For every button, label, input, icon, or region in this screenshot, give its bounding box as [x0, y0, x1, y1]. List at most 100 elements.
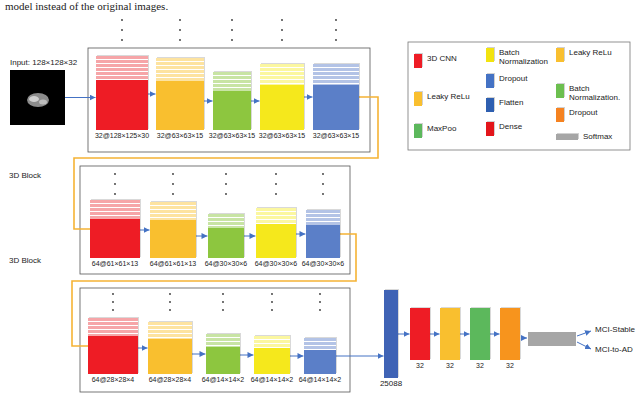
block-outline [80, 166, 350, 274]
dimension-label: 64@14×14×2 [202, 376, 245, 384]
layer-box: 32@63×63×15 [209, 72, 255, 140]
layer-fill [306, 225, 340, 258]
legend-swatch [414, 54, 422, 68]
legend-entry: 3D CNN [414, 54, 483, 68]
layer-block [150, 202, 196, 258]
ellipsis-dot [172, 193, 174, 195]
ellipsis-dot [281, 29, 283, 31]
layer-block [256, 208, 296, 258]
dimension-label: 32 [506, 362, 514, 370]
layer-fill [148, 339, 192, 374]
flow-arrow [196, 236, 207, 237]
ellipsis-dot [319, 301, 321, 303]
legend-swatch [486, 98, 494, 112]
dimension-label: 32@63×63×15 [157, 132, 203, 140]
legend-text: Batch Normalization [499, 48, 555, 66]
feature-maps [96, 56, 148, 80]
ellipsis-dot [231, 29, 233, 31]
ellipsis-dot [271, 301, 273, 303]
flow-arrow [204, 101, 213, 102]
layer-fill [150, 220, 196, 258]
feature-maps [150, 202, 196, 220]
flow-arrow [296, 234, 306, 235]
legend-text: Batch Normalization. [569, 84, 625, 102]
legend-text: 3D CNN [427, 54, 483, 63]
legend-text: Softmax [583, 132, 623, 141]
ellipsis-dot [121, 29, 123, 31]
legend-text: Leaky ReLu [427, 92, 483, 101]
output-label: MCI-to-AD [594, 345, 634, 355]
legend-text: Leaky ReLu [569, 48, 625, 57]
output-arrow [577, 342, 591, 349]
legend-entry: Dense [486, 122, 555, 136]
legend-entry: Batch Normalization. [556, 84, 625, 102]
feature-maps [208, 214, 244, 228]
flow-arrow [490, 334, 500, 335]
dimension-label: 32 [446, 362, 454, 370]
legend-swatch [414, 92, 422, 106]
layer-fill [260, 85, 304, 130]
layer-fill [96, 80, 148, 130]
dimension-label: 64@61×61×13 [92, 260, 138, 268]
layer-box: 32@63×63×15 [156, 58, 204, 140]
layer-box: 64@30×30×6 [255, 208, 298, 268]
ellipsis-dot [169, 301, 171, 303]
block-outline [88, 48, 370, 152]
layer-block [304, 338, 336, 374]
ellipsis-dot [335, 29, 337, 31]
dimension-label: 64@30×30×6 [205, 260, 248, 268]
dimension-label: 32@63×63×15 [259, 132, 305, 140]
legend-text: Dropout [569, 108, 625, 117]
layer-block [254, 336, 290, 374]
ellipsis-dot [172, 173, 174, 175]
ellipsis-dot [322, 193, 324, 195]
layer-block [260, 64, 304, 130]
legend-swatch [414, 124, 422, 138]
layer-box: 64@28×28×4 [88, 318, 138, 384]
feature-maps [90, 200, 140, 219]
feature-maps [304, 338, 336, 350]
feature-maps [256, 208, 296, 224]
ellipsis-dot [271, 309, 273, 311]
block-outline [80, 288, 350, 392]
feature-maps [148, 322, 192, 339]
layer-block [96, 56, 148, 130]
flow-arrow [521, 338, 527, 339]
layer-box: 64@28×28×4 [148, 322, 192, 384]
dimension-label: 64@30×30×6 [255, 260, 298, 268]
layer-box: 64@14×14×2 [251, 336, 294, 384]
flow-arrow [336, 356, 384, 357]
layer-box: 64@14×14×2 [202, 334, 245, 384]
layer-box: 32 [410, 308, 430, 370]
dimension-label: 32@63×63×15 [313, 132, 359, 140]
dimension-label: 32@63×63×15 [209, 132, 255, 140]
legend-swatch [556, 84, 564, 98]
layer-box: 32 [470, 308, 490, 370]
dimension-label: 32 [416, 362, 424, 370]
brain-region [29, 96, 39, 102]
dimension-label: 64@28×28×4 [92, 376, 135, 384]
flow-arrow [460, 334, 470, 335]
ellipsis-dot [172, 183, 174, 185]
layer-block [90, 200, 140, 258]
layer-block [213, 72, 251, 130]
ellipsis-dot [319, 309, 321, 311]
ellipsis-dot [179, 39, 181, 41]
brain-region [27, 93, 49, 107]
ellipsis-dot [225, 183, 227, 185]
softmax-bar [528, 332, 576, 346]
layer-fill [88, 336, 138, 374]
ellipsis-dot [275, 183, 277, 185]
layer-box: 32 [500, 308, 520, 370]
dimension-label: 64@28×28×4 [149, 376, 192, 384]
flow-arrow [140, 230, 150, 231]
ellipsis-dot [169, 309, 171, 311]
layer-box: 64@61×61×13 [150, 202, 196, 268]
layer-block [470, 308, 490, 360]
layer-box: 32@128×125×30 [95, 56, 149, 140]
flow-arrow [430, 334, 440, 335]
ellipsis-dot [322, 183, 324, 185]
ellipsis-dot [275, 193, 277, 195]
ellipsis-dot [121, 19, 123, 21]
feature-maps [260, 64, 304, 85]
